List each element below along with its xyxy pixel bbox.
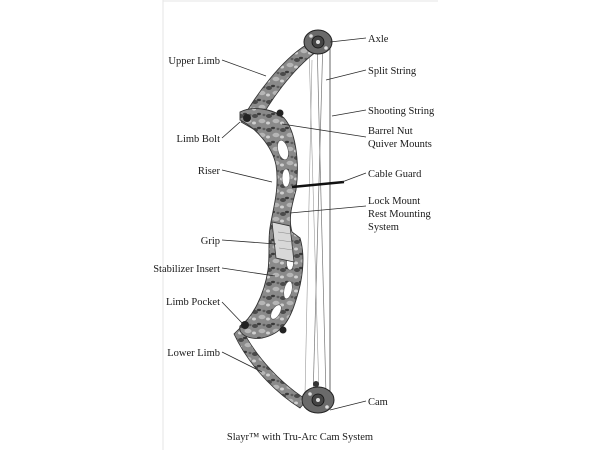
- leader-cam: [329, 400, 367, 411]
- label-system: System: [368, 222, 399, 233]
- axle-wheel: [303, 29, 333, 55]
- leader-shooting-string: [331, 109, 367, 117]
- bow-strings: [304, 37, 331, 400]
- split-string-a: [316, 39, 327, 396]
- label-split-string: Split String: [368, 66, 417, 77]
- leader-barrel-nut: [281, 123, 367, 138]
- label-limb-pocket: Limb Pocket: [166, 297, 220, 308]
- leader-lower-limb: [221, 351, 263, 373]
- cable-a: [308, 47, 320, 394]
- cam-wheel: [301, 381, 335, 414]
- label-stabilizer-insert: Stabilizer Insert: [153, 264, 220, 275]
- leader-cable-guard: [341, 172, 367, 183]
- leader-axle: [329, 37, 367, 43]
- label-cable-guard: Cable Guard: [368, 169, 422, 180]
- limb-bolt-upper: [243, 114, 251, 122]
- leader-riser: [221, 169, 273, 183]
- leader-upper-limb: [221, 59, 267, 77]
- label-grip: Grip: [201, 236, 220, 247]
- leader-lines: [221, 37, 367, 411]
- label-rest-mounting: Rest Mounting: [368, 209, 431, 220]
- label-lower-limb: Lower Limb: [167, 348, 220, 359]
- label-shooting-string: Shooting String: [368, 106, 435, 117]
- leader-stabilizer-insert: [221, 267, 276, 277]
- leader-limb-bolt: [221, 121, 241, 139]
- limb-bolt-lower-b: [279, 326, 287, 334]
- cable-guard-rod: [291, 180, 345, 189]
- split-string-b: [312, 37, 324, 399]
- label-riser: Riser: [198, 166, 221, 177]
- leader-split-string: [325, 69, 367, 81]
- label-lock-mount: Lock Mount: [368, 196, 420, 207]
- leader-limb-pocket: [221, 301, 244, 325]
- label-upper-limb: Upper Limb: [168, 56, 220, 67]
- cable-b: [304, 59, 313, 396]
- lower-limb: [233, 326, 308, 409]
- limb-bolt-upper-b: [276, 109, 284, 117]
- label-barrel-nut: Barrel Nut: [368, 126, 413, 137]
- grip: [271, 221, 295, 263]
- diagram-caption: Slayr™ with Tru-Arc Cam System: [227, 432, 373, 443]
- label-quiver-mounts: Quiver Mounts: [368, 139, 432, 150]
- leader-lock-mount: [289, 205, 367, 214]
- riser: [239, 108, 304, 339]
- leader-grip: [221, 239, 277, 245]
- limb-bolt-lower: [241, 321, 249, 329]
- label-limb-bolt: Limb Bolt: [177, 134, 221, 145]
- label-axle: Axle: [368, 34, 389, 45]
- label-cam: Cam: [368, 397, 388, 408]
